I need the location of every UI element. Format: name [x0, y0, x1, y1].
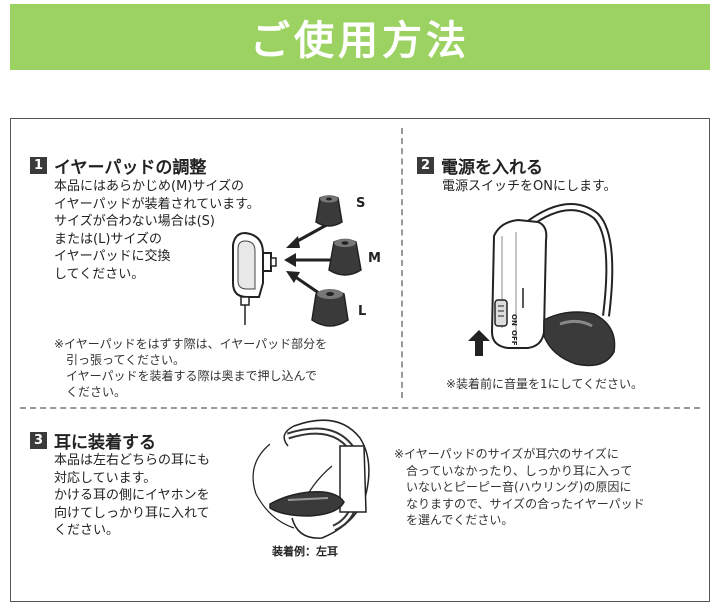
section-3-heading: 3 耳に装着する	[30, 428, 156, 453]
wearing-caption: 装着例：左耳	[272, 545, 338, 558]
arrow-m-icon	[284, 253, 334, 267]
section-3-number: 3	[30, 432, 47, 449]
switch-off-label: OFF	[510, 330, 518, 346]
section-3-note: ※イヤーパッドのサイズが耳穴のサイズに 合っていなかったり、しっかり耳に入って …	[394, 447, 645, 527]
header-banner: ご使用方法	[10, 4, 710, 70]
section-3-body: 本品は左右どちらの耳にも 対応しています。 かける耳の側にイヤホンを 向けてしっ…	[54, 453, 211, 538]
page-title: ご使用方法	[250, 18, 470, 64]
earpad-l-icon	[311, 289, 349, 327]
earpad-s-icon	[315, 195, 343, 227]
instructions-frame	[10, 118, 710, 602]
section-2-title: 電源を入れる	[441, 158, 543, 178]
size-label-s: S	[356, 196, 366, 211]
size-label-m: M	[368, 251, 381, 266]
section-2-body: 電源スイッチをONにします。	[442, 179, 617, 194]
section-2-heading: 2 電源を入れる	[417, 153, 543, 178]
ear-wearing-illustration	[252, 419, 370, 539]
section-1-body: 本品にはあらかじめ(M)サイズの イヤーパッドが装着されています。 サイズが合わ…	[54, 179, 260, 282]
section-3-title: 耳に装着する	[54, 433, 156, 453]
hearing-device-illustration	[490, 203, 616, 367]
section-1-note: ※イヤーパッドをはずす際は、イヤーパッド部分を 引っ張ってください。 イヤーパッ…	[54, 337, 328, 399]
horizontal-divider	[20, 407, 700, 409]
size-label-l: L	[358, 304, 367, 319]
section-1-heading: 1 イヤーパッドの調整	[30, 153, 206, 178]
earphone-illustration	[232, 231, 277, 325]
arrow-up-icon	[468, 330, 490, 356]
section-2-note: ※装着前に音量を1にしてください。	[446, 377, 643, 391]
vertical-divider	[401, 128, 403, 398]
section-1-title: イヤーパッドの調整	[54, 158, 207, 178]
section-1-number: 1	[30, 157, 47, 174]
switch-on-label: ON	[510, 314, 518, 326]
section-2-number: 2	[417, 157, 434, 174]
earpad-m-icon	[328, 238, 362, 276]
